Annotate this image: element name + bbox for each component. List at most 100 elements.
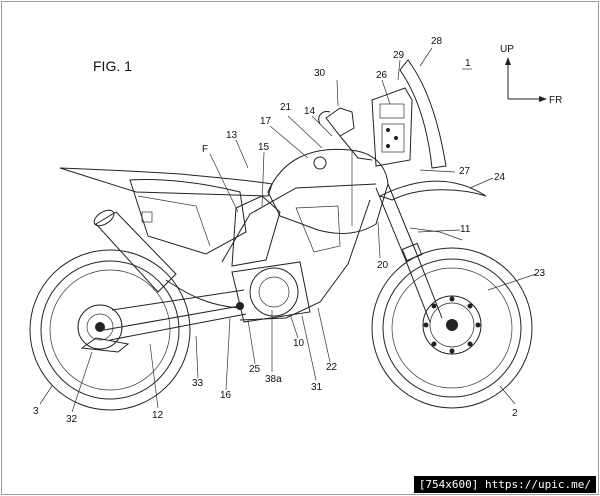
ref-30: 30 [314,68,326,79]
ref-25: 25 [249,364,261,375]
leader-16 [225,317,231,391]
watermark-badge: [754x600] https://upic.me/ [413,476,596,493]
down-tube [239,199,371,321]
up-label: UP [500,44,514,55]
ref-29: 29 [393,50,405,61]
fork-tube-rear [375,187,431,323]
overall-ref-numeral: 1 [465,58,471,69]
ref-F: F [202,144,208,155]
rear-axle [95,322,105,332]
leader-12 [149,343,159,409]
leader-3 [39,385,53,405]
ref-33: 33 [192,378,204,389]
reference-numerals: 30 29 28 26 21 14 17 13 F 15 27 24 11 20… [33,36,546,425]
navigation-tower [371,59,447,169]
ref-10: 10 [293,338,305,349]
ref-21: 21 [280,102,292,113]
ref-3: 3 [33,406,39,417]
disc-vent-holes [423,296,481,354]
fork-tube-front [387,183,443,319]
engine-clutch-cover [249,267,299,317]
ref-14: 14 [304,106,316,117]
nav-device-upper [379,103,405,119]
front-label: FR [549,95,562,106]
leader-25 [247,319,256,365]
muffler-tip [93,209,115,227]
swingarm-upper [103,305,241,331]
front-fender [378,180,487,201]
leader-21 [287,115,323,149]
drive-chain [111,289,245,311]
leader-13 [235,139,249,169]
muffler-body [95,211,177,293]
radiator [295,205,341,253]
frame-and-engine [103,183,377,341]
fuel-tank [267,148,389,234]
lever [318,111,331,125]
side-cover [129,179,247,255]
leader-32 [71,351,93,413]
ref-16: 16 [220,390,232,401]
leader-15 [261,151,265,207]
front-axle [446,319,458,331]
leader-10 [289,313,299,339]
ref-28: 28 [431,36,443,47]
fork-clamp [401,242,423,262]
swingarm-lower [109,313,247,341]
leader-27 [419,169,456,173]
ref-20: 20 [377,260,389,271]
leader-31 [301,315,317,381]
leader-F [209,153,239,213]
handlebar-bar [339,135,373,161]
leader-2 [499,385,516,405]
leader-14 [311,115,333,137]
rear-brake-caliper [80,337,130,353]
ref-12: 12 [152,410,164,421]
nav-bracket [371,87,413,167]
seat-and-rear-body [59,167,273,255]
ref-26: 26 [376,70,388,81]
side-cover-bolt-area [141,211,153,223]
exhaust [93,209,241,309]
leader-26 [381,79,391,105]
rear-wheel [29,249,191,411]
ref-24: 24 [494,172,506,183]
leader-22 [317,307,331,363]
front-arrow-icon [539,96,547,102]
front-brake-disc [422,295,482,355]
leader-20 [377,221,381,259]
front-tire-outer [371,247,533,409]
ref-11: 11 [460,224,471,235]
ref-27: 27 [459,166,471,177]
rear-tire-inner [40,260,180,400]
side-cover-inner [137,195,211,247]
leader-11 [417,229,461,233]
handlebar-grip [325,107,355,137]
brake-hose [409,227,463,241]
leader-30 [336,79,339,107]
ref-23: 23 [534,268,546,279]
leader-33 [195,335,199,379]
direction-indicator: UP FR [500,44,562,106]
ref-31: 31 [311,382,323,393]
ref-32: 32 [66,414,78,425]
ref-38a: 38a [265,374,282,385]
ref-22: 22 [326,362,338,373]
leader-24 [469,177,494,189]
front-rim [391,267,513,389]
rear-tire-outer [29,249,191,411]
front-fork [375,183,463,323]
handlebar-assembly [318,107,373,161]
ref-2: 2 [512,408,518,419]
rear-rim [49,269,171,391]
windscreen [399,59,447,169]
seat [59,167,273,197]
leader-23 [487,273,537,291]
main-frame-upper [221,183,377,263]
exhaust-pipe [165,279,241,309]
front-wheel [371,247,533,409]
leader-28 [419,47,433,67]
clutch-inner [258,276,290,308]
